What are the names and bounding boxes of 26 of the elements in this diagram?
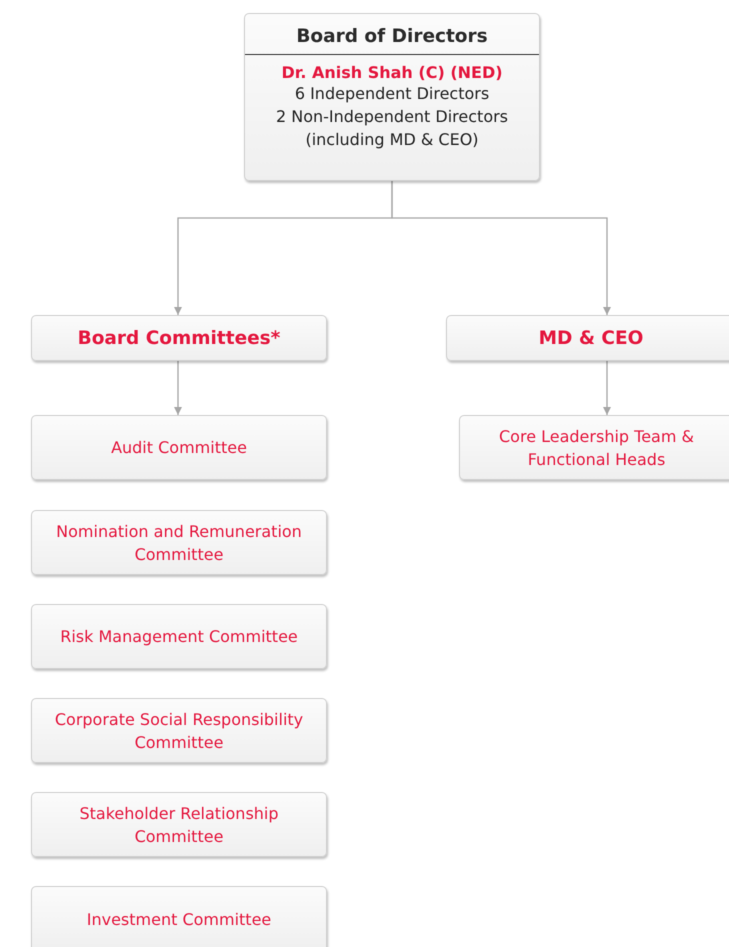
- node-label: MD & CEO: [538, 326, 644, 350]
- arrow: [603, 361, 611, 415]
- committee-box: [31, 415, 327, 480]
- node-label: Risk Management Committee: [60, 626, 298, 648]
- committee-box: [31, 510, 327, 575]
- node-label: Investment Committee: [86, 908, 272, 930]
- committee-box: [31, 698, 327, 763]
- node-label: Corporate Social Responsibility Committee: [54, 708, 304, 754]
- chairman-name: Dr. Anish Shah (C) (NED): [281, 63, 503, 82]
- board-composition-text: 2 Non-Independent Directors (including MD & CEO): [274, 106, 510, 151]
- committee-box: [31, 886, 327, 947]
- node-label: Core Leadership Team & Functional Heads: [498, 426, 695, 470]
- node-label: Stakeholder Relationship Committee: [78, 802, 280, 848]
- node-label: Nomination and Remuneration Committee: [55, 520, 303, 566]
- board-composition-text: 6 Independent Directors: [294, 83, 490, 105]
- committee-group-box: [31, 315, 327, 361]
- team-box: [459, 415, 729, 480]
- node-label: Audit Committee: [111, 437, 247, 459]
- committee-box: [31, 604, 327, 669]
- arrow: [174, 361, 182, 415]
- node-label: Board Committees*: [78, 326, 280, 350]
- arrow: [391, 181, 611, 315]
- heading: Board of Directors: [245, 14, 539, 55]
- board-box: [244, 13, 540, 181]
- executive-box: [446, 315, 729, 361]
- committee-box: [31, 792, 327, 857]
